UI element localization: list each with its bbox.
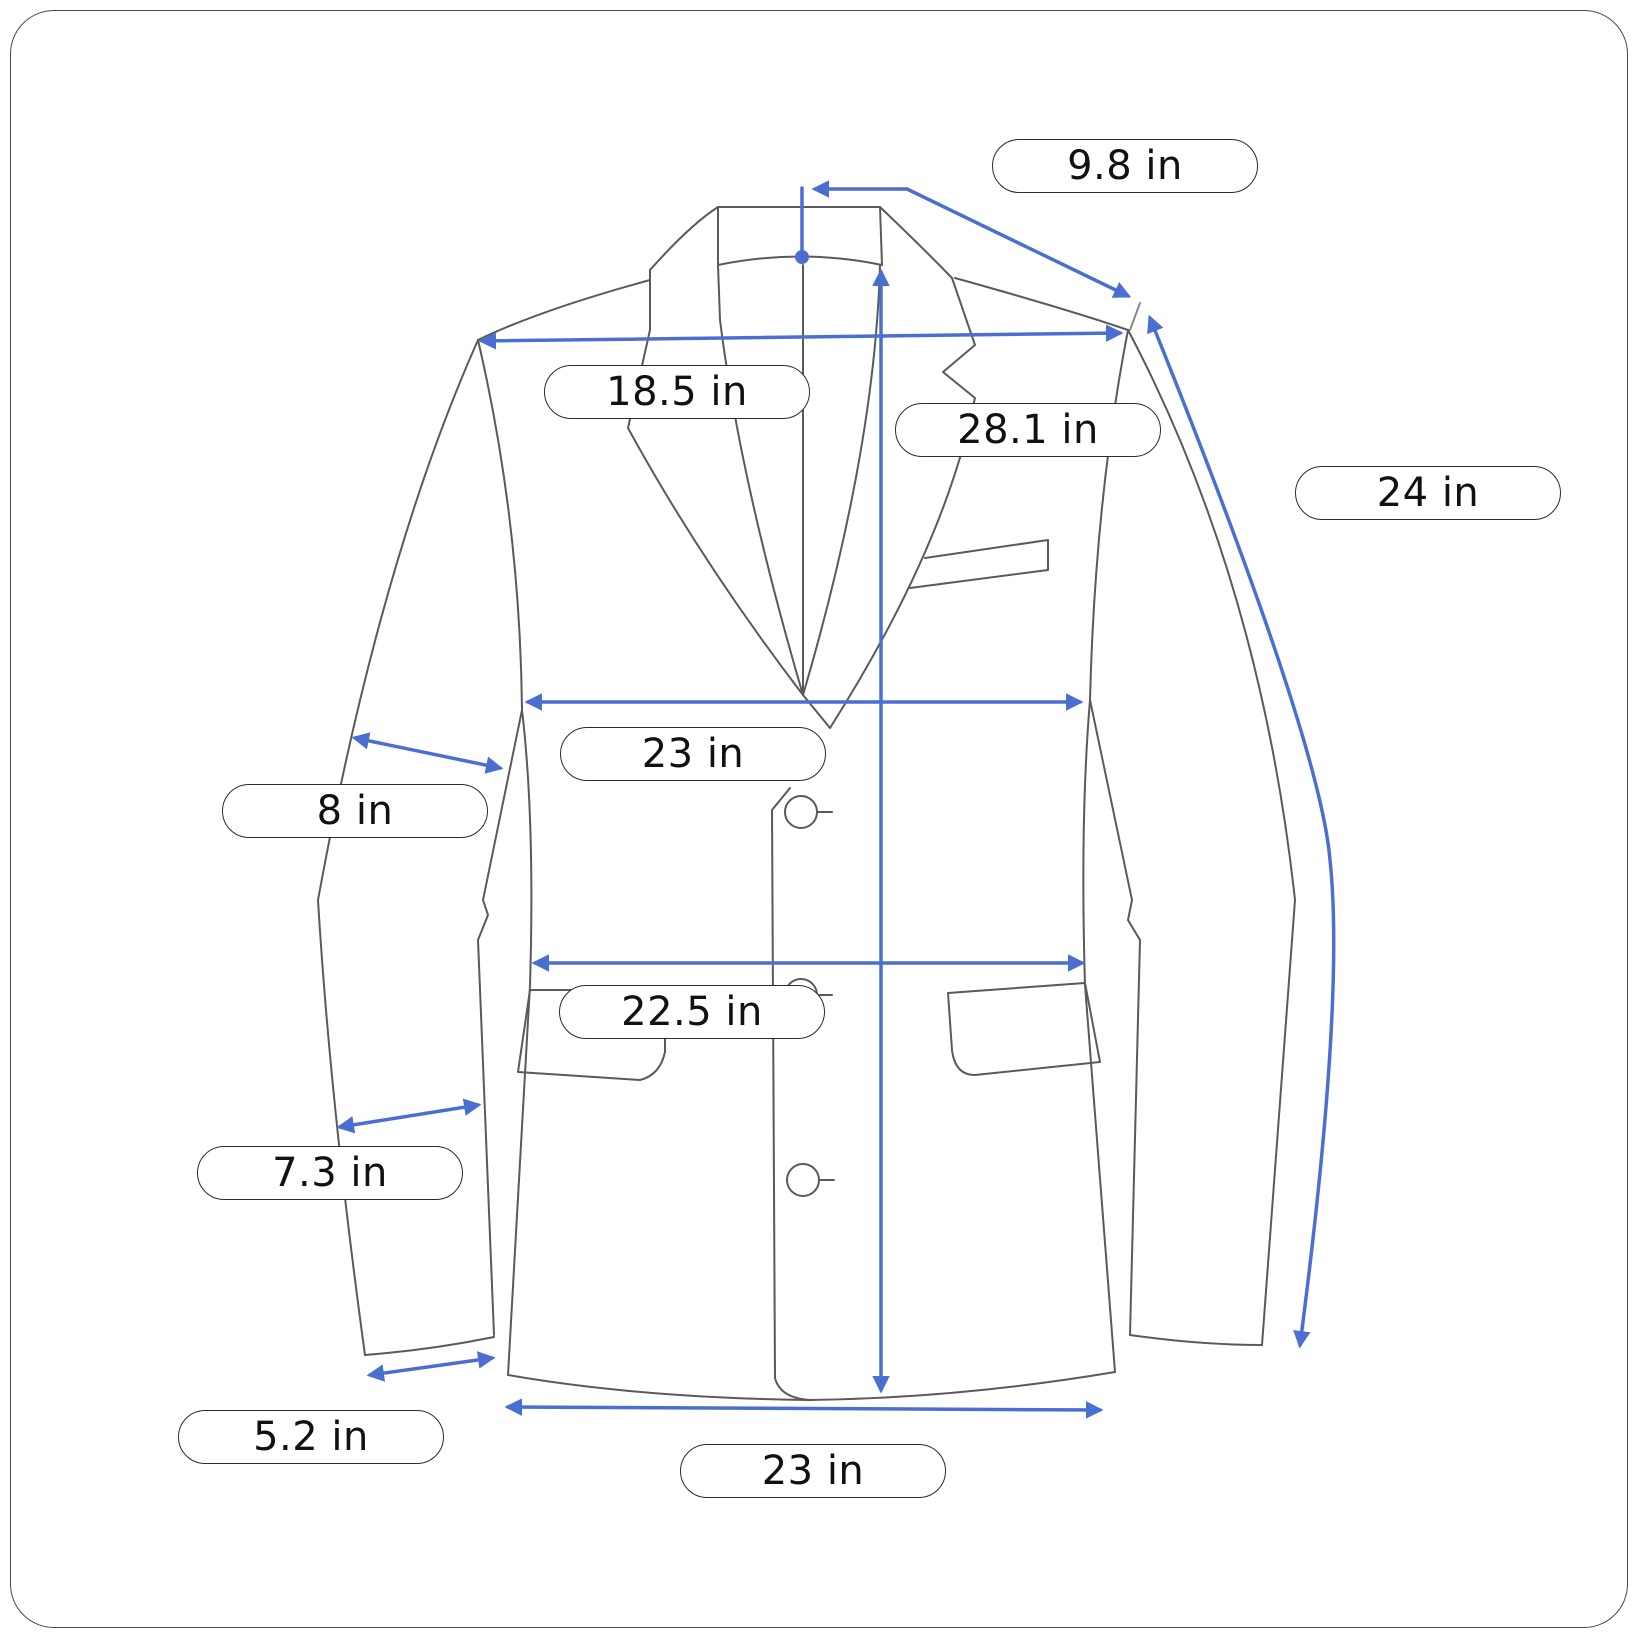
label-forearm: 7.3 in: [197, 1146, 463, 1200]
measurement-lines: [336, 180, 1336, 1419]
measure-cuff: [366, 1351, 496, 1382]
left-lapel: [627, 264, 804, 696]
left-shoulder: [477, 279, 651, 341]
button-bottom: [786, 1163, 820, 1197]
measure-shoulder-width: [478, 324, 1124, 350]
left-sleeve-inner: [477, 339, 523, 1336]
measure-bicep: [351, 732, 504, 774]
label-chest: 23 in: [560, 727, 826, 781]
shoulder-tick: [1129, 302, 1141, 331]
button-top: [784, 795, 818, 829]
right-cuff: [1129, 1334, 1263, 1346]
left-cuff: [364, 1336, 495, 1356]
label-shoulder-to-collar: 9.8 in: [992, 139, 1258, 193]
hem-line: [507, 1371, 1116, 1401]
label-shoulder-width: 18.5 in: [544, 365, 810, 419]
right-shoulder: [954, 277, 1129, 331]
collar-point: [795, 250, 809, 264]
right-lapel: [802, 264, 976, 729]
left-body-side: [507, 709, 533, 1376]
label-bicep: 8 in: [222, 784, 488, 838]
measure-hem: [504, 1398, 1104, 1419]
chest-pocket: [909, 539, 1049, 589]
front-opening: [771, 787, 811, 1401]
label-cuff: 5.2 in: [178, 1410, 444, 1464]
jacket-outline: [317, 206, 1296, 1401]
measure-sleeve-length: [1147, 314, 1336, 1349]
measure-forearm: [336, 1098, 482, 1134]
measure-shoulder-to-collar-diag: [905, 187, 1132, 298]
label-hem: 23 in: [680, 1444, 946, 1498]
right-sleeve-inner: [1089, 329, 1141, 1336]
left-pocket-flap: [517, 989, 666, 1081]
left-sleeve-outer: [317, 339, 479, 1356]
label-waist: 22.5 in: [559, 985, 825, 1039]
label-length: 28.1 in: [895, 403, 1161, 457]
right-sleeve-outer: [1127, 329, 1296, 1346]
right-pocket-flap: [947, 982, 1101, 1076]
label-sleeve-length: 24 in: [1295, 466, 1561, 520]
